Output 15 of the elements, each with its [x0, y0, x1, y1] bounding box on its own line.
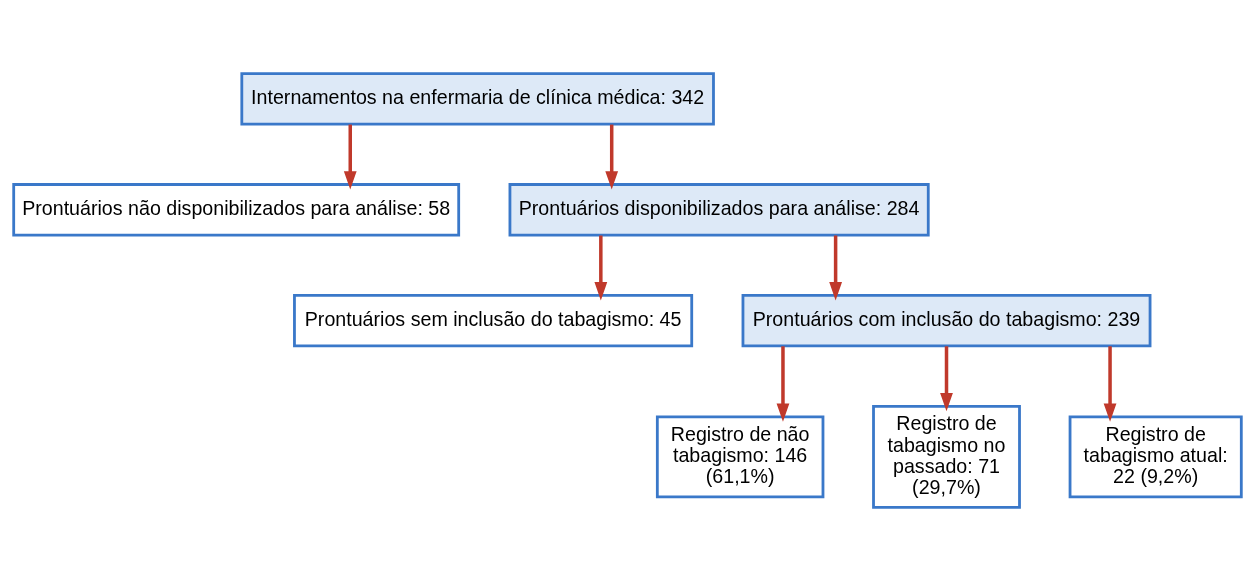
node-box: Prontuários disponibilizados para análise: 284: [508, 182, 930, 236]
arrow: [776, 345, 790, 422]
node-box: Registro de tabagismo atual: 22 (9,2%): [1068, 414, 1243, 498]
node-box: Registro de tabagismo no passado: 71 (29,7%): [872, 404, 1021, 509]
arrow: [594, 235, 608, 300]
node-box: Prontuários não disponibilizados para análise: 58: [12, 182, 461, 236]
arrow: [940, 345, 953, 411]
node-box: Prontuários com inclusão do tabagismo: 239: [741, 293, 1152, 347]
node-box: Prontuários sem inclusão do tabagismo: 45: [293, 293, 694, 347]
node-box: Registro de não tabagismo: 146 (61,1%): [655, 414, 825, 498]
arrow: [343, 124, 357, 190]
arrow: [829, 235, 842, 300]
arrow: [605, 124, 619, 190]
node-box: Internamentos na enfermaria de clínica médica: 342: [240, 71, 715, 126]
arrow: [1103, 345, 1117, 422]
